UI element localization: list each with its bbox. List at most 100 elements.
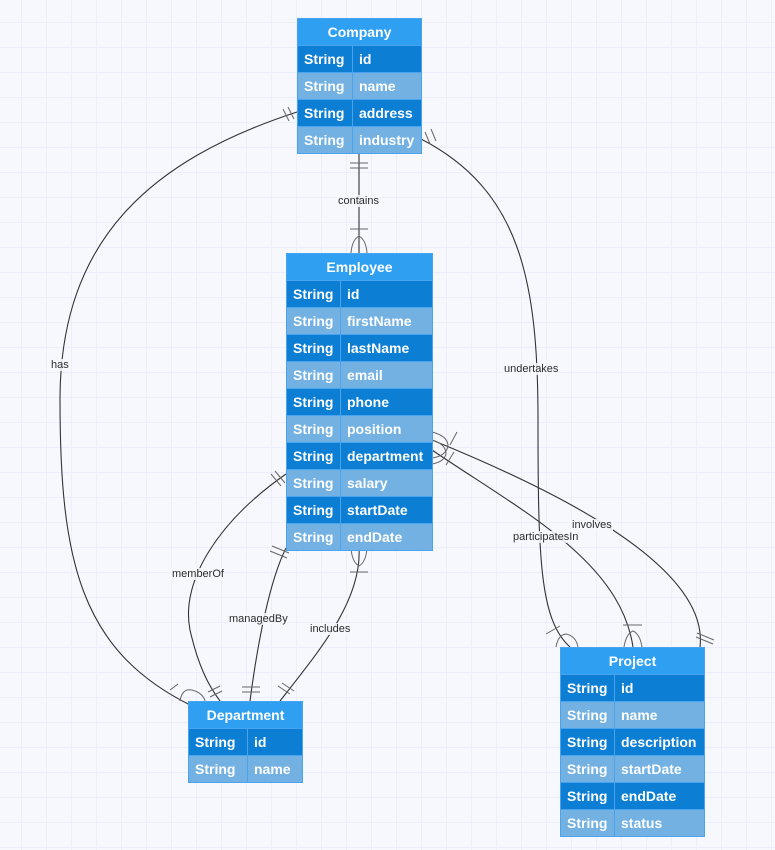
- field-type: String: [298, 46, 352, 72]
- edge-undertakes[interactable]: [420, 138, 571, 648]
- field-name: phone: [341, 389, 432, 415]
- field-name: endDate: [341, 524, 432, 550]
- field-name: id: [341, 281, 432, 307]
- field-type: String: [561, 729, 614, 755]
- field-name: salary: [341, 470, 432, 496]
- field-type: String: [298, 100, 352, 126]
- field-name: name: [248, 756, 302, 782]
- field-type: String: [287, 281, 340, 307]
- field-type: String: [189, 756, 247, 782]
- edge-label-undertakes: undertakes: [503, 363, 560, 375]
- field-type: String: [287, 389, 340, 415]
- field-type: String: [287, 335, 340, 361]
- crow-foot-participatesIn-employee: [431, 439, 455, 466]
- entity-title: Employee: [287, 254, 432, 280]
- edge-label-contains: contains: [337, 195, 380, 207]
- field-type: String: [561, 675, 614, 701]
- field-name: department: [341, 443, 432, 469]
- edge-label-has: has: [50, 359, 70, 371]
- field-name: firstName: [341, 308, 432, 334]
- field-type: String: [561, 810, 614, 836]
- field-name: startDate: [615, 756, 704, 782]
- field-name: name: [353, 73, 421, 99]
- field-type: String: [561, 702, 614, 728]
- entity-title: Department: [189, 702, 302, 728]
- edge-label-involves: involves: [571, 519, 613, 531]
- edge-label-includes: includes: [309, 623, 352, 635]
- field-name: name: [615, 702, 704, 728]
- edge-label-participatesIn: participatesIn: [512, 531, 580, 543]
- edge-memberOf[interactable]: [188, 473, 287, 702]
- field-type: String: [298, 73, 352, 99]
- field-name: endDate: [615, 783, 704, 809]
- crow-foot-involves-project: [695, 632, 715, 645]
- field-name: startDate: [341, 497, 432, 523]
- crow-foot-participatesIn-project: [623, 624, 643, 648]
- crow-foot-managedBy-employee: [269, 545, 290, 559]
- field-type: String: [287, 470, 340, 496]
- field-type: String: [287, 362, 340, 388]
- field-type: String: [287, 308, 340, 334]
- field-type: String: [561, 756, 614, 782]
- field-name: id: [615, 675, 704, 701]
- edge-label-memberOf: memberOf: [171, 568, 225, 580]
- field-name: industry: [353, 127, 421, 153]
- edge-has[interactable]: [59, 111, 298, 706]
- crow-foot-undertakes-company: [424, 128, 437, 145]
- entity-title: Project: [561, 648, 704, 674]
- field-type: String: [287, 416, 340, 442]
- entity-title: Company: [298, 19, 421, 45]
- field-type: String: [189, 729, 247, 755]
- field-type: String: [287, 443, 340, 469]
- crow-foot-has-department: [169, 683, 206, 702]
- field-name: lastName: [341, 335, 432, 361]
- field-name: position: [341, 416, 432, 442]
- crow-foot-contains-company: [350, 162, 368, 169]
- field-name: id: [248, 729, 302, 755]
- field-type: String: [287, 524, 340, 550]
- crow-foot-undertakes-project: [545, 625, 579, 648]
- crow-foot-memberOf-employee: [270, 470, 286, 487]
- crow-foot-includes-employee: [350, 547, 368, 573]
- crow-foot-has-company: [282, 106, 295, 122]
- crow-foot-memberOf-department: [207, 685, 223, 698]
- field-type: String: [561, 783, 614, 809]
- field-name: email: [341, 362, 432, 388]
- field-name: status: [615, 810, 704, 836]
- crow-foot-managedBy-department: [242, 686, 260, 693]
- field-name: address: [353, 100, 421, 126]
- edge-label-managedBy: managedBy: [228, 613, 289, 625]
- crow-foot-contains-employee: [350, 228, 368, 254]
- crow-foot-includes-department: [277, 682, 295, 695]
- field-type: String: [298, 127, 352, 153]
- crow-foot-involves-employee: [431, 431, 458, 459]
- field-name: id: [353, 46, 421, 72]
- edge-participatesIn[interactable]: [431, 449, 634, 648]
